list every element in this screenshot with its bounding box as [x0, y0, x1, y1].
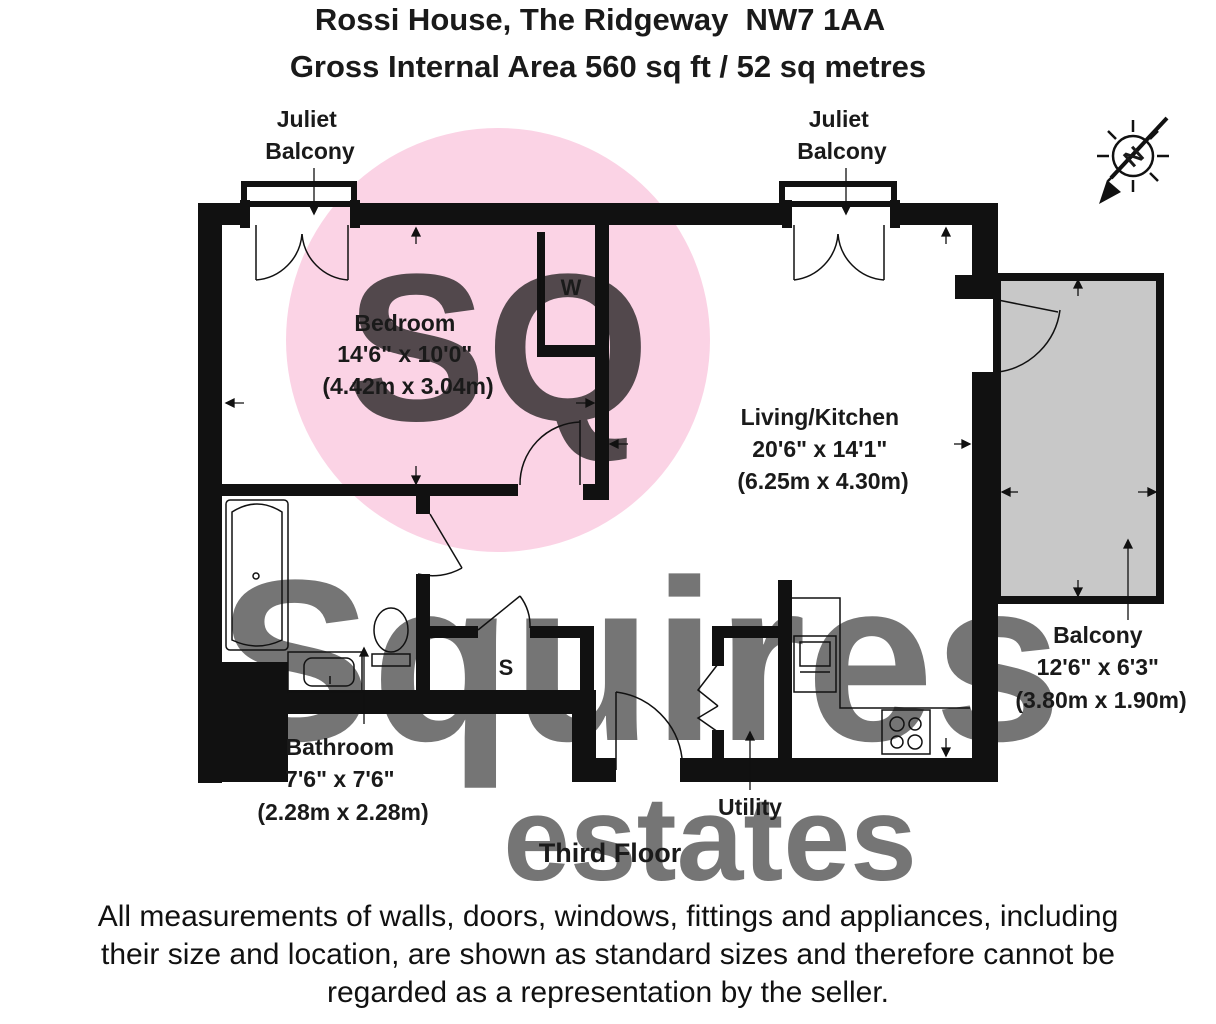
disclaimer-line: All measurements of walls, doors, window…	[97, 900, 1119, 933]
store-label: S	[499, 655, 514, 680]
walls	[198, 200, 998, 783]
watermark-brand-sub: estates	[503, 772, 917, 906]
fixtures	[225, 225, 1061, 770]
balcony-label: Balcony 12'6" x 6'3" (3.80m x 1.90m)	[1015, 622, 1186, 713]
juliet-balcony-right	[779, 181, 897, 207]
utility-label: Utility	[718, 794, 782, 820]
juliet-balcony-left	[241, 181, 357, 207]
juliet-balcony-right-label: Juliet Balcony	[797, 106, 887, 164]
disclaimer-line: their size and location, are shown as st…	[101, 938, 1115, 971]
wardrobe-label: W	[561, 275, 582, 300]
area-title: Gross Internal Area 560 sq ft / 52 sq me…	[290, 49, 926, 84]
living-kitchen-label: Living/Kitchen 20'6" x 14'1" (6.25m x 4.…	[737, 404, 908, 494]
balcony-deck	[993, 273, 1164, 604]
dimension-arrows	[224, 168, 1158, 790]
bathroom-label: Bathroom 7'6" x 7'6" (2.28m x 2.28m)	[257, 734, 428, 825]
floor-label: Third Floor	[539, 838, 682, 868]
bedroom-label: Bedroom 14'6" x 10'0" (4.42m x 3.04m)	[322, 310, 493, 399]
compass-icon: N	[1097, 116, 1169, 204]
disclaimer: All measurements of walls, doors, window…	[0, 898, 1216, 1012]
disclaimer-line: regarded as a representation by the sell…	[326, 976, 890, 1009]
juliet-balcony-left-label: Juliet Balcony	[265, 106, 355, 164]
address-title: Rossi House, The Ridgeway NW7 1AA	[315, 2, 885, 37]
